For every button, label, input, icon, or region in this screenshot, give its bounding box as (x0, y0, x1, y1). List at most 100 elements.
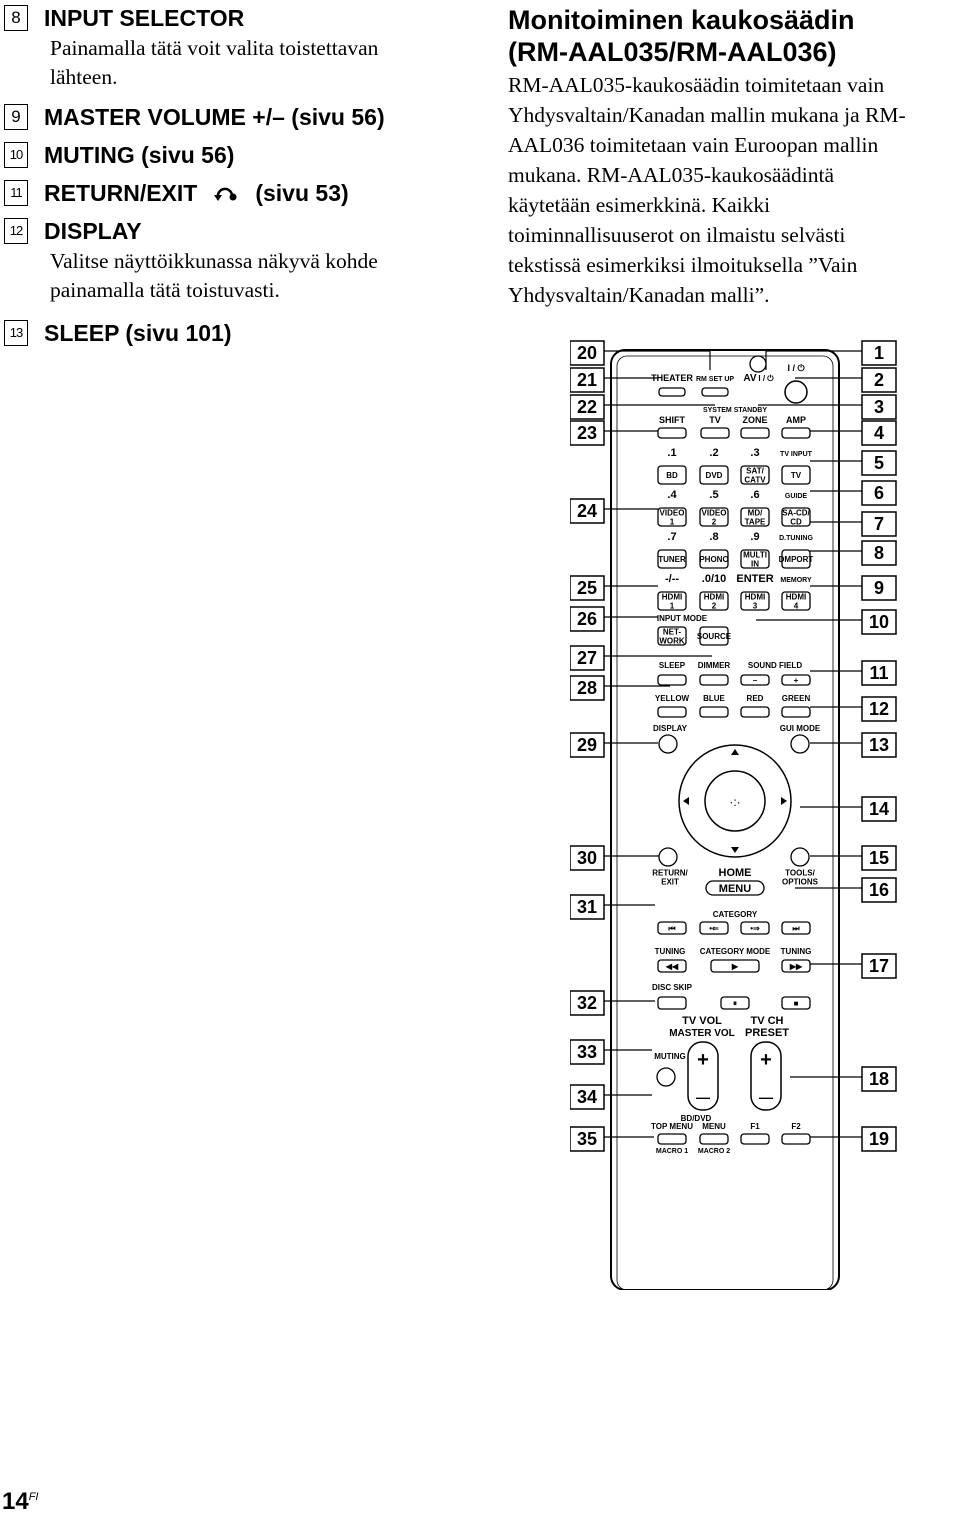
callout-box-left (570, 1126, 605, 1152)
av-power-button (749, 355, 767, 373)
item-number: 11 (4, 180, 28, 206)
pause-button-label: ⏸ (733, 999, 737, 1008)
callout-box-right (861, 609, 897, 635)
body-line: käytetään esimerkkinä. Kaikki (508, 193, 771, 217)
color-label: YELLOW (655, 694, 690, 703)
keypad-button-label: TUNER (658, 555, 686, 564)
tv-vol-label: TV VOL (682, 1015, 722, 1027)
section-title-line: (RM-AAL035/RM-AAL036) (508, 37, 837, 67)
callout-number-right: 7 (874, 514, 884, 534)
color-label: BLUE (703, 694, 725, 703)
keypad-button (699, 549, 729, 569)
keypad-button-label: SAT/CATV (744, 467, 766, 485)
power-label: I / ⏻ (758, 374, 774, 383)
master-vol-label: MASTER VOL (669, 1028, 735, 1039)
keypad-label: .4 (667, 489, 677, 501)
keypad-label: MEMORY (780, 577, 812, 584)
item-title: RETURN/EXIT (44, 180, 198, 206)
theater-button (658, 387, 686, 397)
callout-box-right (861, 1066, 897, 1092)
row2-label: SHIFT (659, 415, 686, 425)
gui-mode-label: GUI MODE (780, 724, 821, 733)
keypad-label: .8 (709, 531, 718, 543)
bottom-row-button (781, 1133, 811, 1145)
item-title: MUTING (sivu 56) (44, 142, 235, 168)
callout-number-left: 33 (577, 1042, 597, 1062)
av-label: AV (743, 373, 756, 384)
color-label: RED (747, 694, 764, 703)
callout-number-right: 17 (869, 956, 889, 976)
callout-number-left: 23 (577, 423, 597, 443)
callout-box-left (570, 1039, 605, 1065)
item-title-suffix: (sivu 53) (255, 180, 349, 206)
disc-skip-label: DISC SKIP (652, 983, 693, 992)
keypad-button (781, 465, 811, 485)
sound-plus-label: + (794, 676, 799, 685)
callout-box-left (570, 990, 605, 1016)
channel-rocker (750, 1041, 782, 1111)
dpad-center (704, 770, 766, 832)
callout-number-right: 4 (874, 423, 884, 443)
keypad-button-label: TV (791, 471, 802, 480)
sound-plus (781, 674, 811, 686)
row2-label: TV (709, 415, 721, 425)
callout-box-left (570, 340, 605, 366)
arrow-left-icon (683, 797, 689, 805)
item-number: 10 (4, 142, 28, 168)
tools-label: TOOLS/OPTIONS (782, 869, 819, 887)
bottom-row-button (657, 1133, 687, 1145)
system-standby-label: SYSTEM STANDBY (703, 407, 767, 414)
keypad-label: TV INPUT (780, 451, 813, 458)
dimmer-label: DIMMER (698, 661, 731, 670)
keypad-button-label: SA-CD/CD (782, 509, 810, 527)
callout-box-right (861, 450, 897, 476)
item-title: SLEEP (sivu 101) (44, 320, 232, 346)
item-10: 10 MUTING (sivu 56) (4, 139, 444, 171)
bottom-row-button (740, 1133, 770, 1145)
network-button (657, 626, 687, 646)
bottom-row-label: TOP MENU (651, 1122, 693, 1131)
volume-rocker (687, 1041, 719, 1111)
input-mode-label: INPUT MODE (657, 614, 708, 623)
item-number: 8 (4, 5, 28, 31)
category-mode-label: CATEGORY MODE (700, 947, 771, 956)
callout-number-right: 12 (869, 699, 889, 719)
callout-number-right: 10 (869, 612, 889, 632)
callout-box-left (570, 645, 605, 671)
sleep-button (657, 674, 687, 686)
item-desc-line: painamalla tätä toistuvasti. (50, 278, 280, 302)
callout-number-left: 35 (577, 1129, 597, 1149)
callout-number-left: 22 (577, 397, 597, 417)
item-11: 11 RETURN/EXIT (sivu 53) (4, 177, 444, 209)
bottom-row-label: F2 (791, 1122, 801, 1131)
keypad-label: .0/10 (702, 573, 726, 585)
callout-box-left (570, 394, 605, 420)
ffwd-button (781, 959, 811, 973)
callout-box-right (861, 480, 897, 506)
pause-button (720, 996, 750, 1010)
item-title: INPUT SELECTOR (44, 5, 245, 31)
body-line: AAL036 toimitetaan vain Euroopan mallin (508, 133, 879, 157)
keypad-button (699, 591, 729, 611)
keypad-label: .9 (750, 531, 759, 543)
callout-number-left: 20 (577, 343, 597, 363)
color-button (657, 706, 687, 718)
body-line: tekstissä esimerkiksi ilmoituksella ”Vai… (508, 253, 858, 277)
keypad-label: .7 (667, 531, 676, 543)
item-desc-line: lähteen. (50, 65, 118, 89)
callout-number-left: 25 (577, 578, 597, 598)
color-label: GREEN (782, 694, 811, 703)
callout-box-right (861, 367, 897, 393)
keypad-label: GUIDE (785, 493, 808, 500)
stop-button (781, 996, 811, 1010)
source-button-label: SOURCE (697, 632, 732, 641)
keypad-label: .5 (709, 489, 718, 501)
category-button-label: •⇐ (709, 924, 719, 933)
keypad-label: .3 (750, 447, 759, 459)
bd-dvd-label: BD/DVD (681, 1114, 712, 1123)
